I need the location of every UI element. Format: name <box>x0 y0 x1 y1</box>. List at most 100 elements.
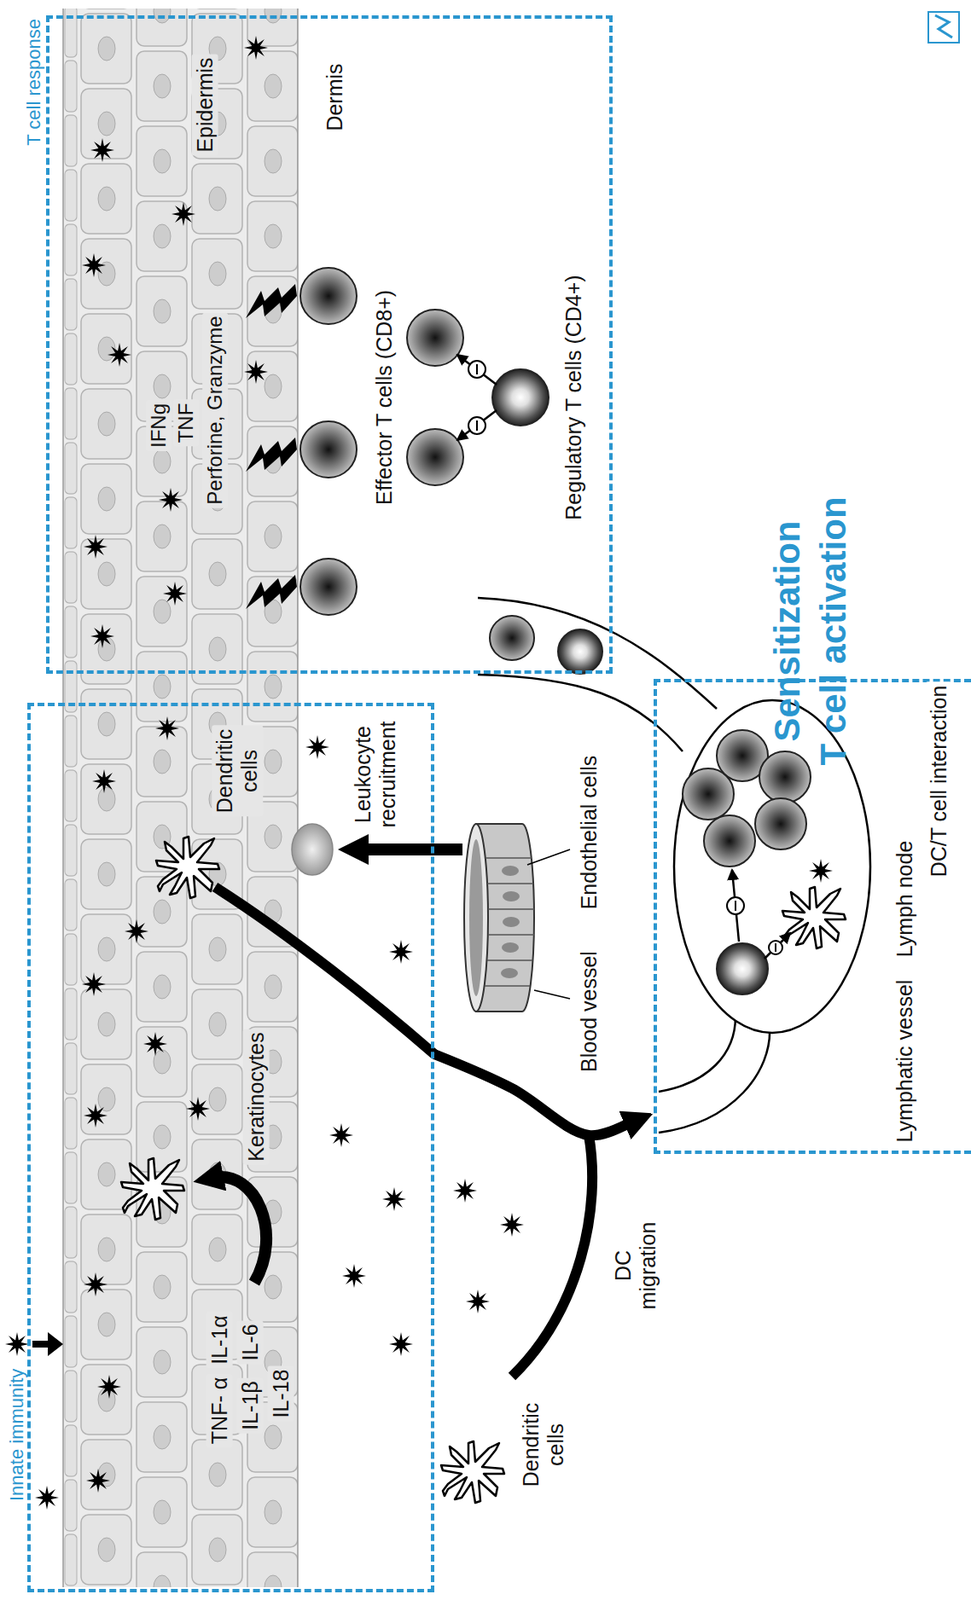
endothelial-cells <box>484 858 535 987</box>
entry-arrow <box>32 1341 50 1349</box>
effector-t-cell <box>759 751 811 803</box>
allergen-star <box>34 1486 59 1511</box>
allergen-star <box>465 1290 490 1315</box>
dashed-region: Innate immunity <box>27 703 435 1594</box>
part-label: Lymph node <box>891 837 919 962</box>
nucleus <box>501 942 519 954</box>
cell-border <box>484 985 530 988</box>
allergen-star <box>162 581 187 606</box>
blood-vessel-rim <box>464 824 489 1012</box>
inhibition-sign <box>768 941 783 955</box>
nucleus <box>500 968 518 979</box>
effector-t-cell <box>300 267 357 325</box>
leader-line <box>534 990 570 1000</box>
minus-sign <box>734 901 737 912</box>
skin-surface <box>62 8 64 1588</box>
nucleus <box>502 917 520 928</box>
minus-sign <box>476 420 478 431</box>
basement-membrane <box>296 8 299 1588</box>
edge-label: DC migration <box>610 1219 662 1315</box>
lymphatic-vessel <box>658 1027 770 1134</box>
inhibition-arrow <box>457 410 497 441</box>
allergen-star <box>124 919 149 944</box>
minus-sign <box>476 364 478 375</box>
allergen-stars <box>34 35 524 1511</box>
region-heading: Innate immunity <box>6 1369 28 1502</box>
effector-t-cell <box>300 558 357 616</box>
allergen-star <box>81 972 106 997</box>
region-heading: T cell response <box>23 18 45 146</box>
allergen-star <box>107 343 132 367</box>
allergen-star <box>90 138 115 163</box>
part-label: IL-18 <box>267 1366 295 1423</box>
part-label: Dermis <box>321 59 349 134</box>
allergen-star <box>83 534 108 559</box>
part-label: Effector T cells (CD8+) <box>371 286 398 509</box>
allergen-star <box>171 202 196 227</box>
part-label: IL-1β <box>237 1378 264 1434</box>
part-label: IL-1α <box>206 1312 233 1369</box>
part-label: Perforine, Granzyme <box>202 312 228 508</box>
effector-t-cell <box>300 421 357 478</box>
cytokine-arrow <box>213 1177 267 1284</box>
blood-vessel-lumen <box>469 839 483 997</box>
part-label: Keratinocytes <box>243 1029 270 1165</box>
allergen-star <box>500 1213 524 1238</box>
dendritic-cell <box>156 837 220 899</box>
regulatory-t-cell <box>492 369 549 426</box>
part-label: Blood vessel <box>575 947 603 1076</box>
part-label: DC/T cell interaction <box>925 682 953 882</box>
leader-line <box>527 849 570 866</box>
regulatory-t-cell <box>716 943 768 995</box>
efferent-vessel <box>477 674 683 752</box>
publisher-logo <box>928 11 960 43</box>
allergen-star <box>83 1104 108 1128</box>
allergen-star <box>90 624 115 649</box>
dendritic-cell <box>121 1158 185 1221</box>
cytotoxic-bolt <box>245 575 297 610</box>
entry-arrowhead <box>47 1332 64 1357</box>
part-label: IL-6 <box>237 1320 264 1365</box>
allergen-star <box>143 1032 168 1057</box>
allergen-star <box>244 35 268 60</box>
migration-path <box>511 1135 593 1378</box>
allergen-star <box>81 253 106 278</box>
recruitment-arrow <box>358 843 463 856</box>
allergen-star <box>389 940 413 965</box>
dashed-region: SensitizationT cell activation <box>653 679 971 1155</box>
allergen-star <box>5 1332 30 1357</box>
regulatory-t-cell <box>558 629 603 675</box>
part-label: Lymphatic vessel <box>891 976 919 1147</box>
effector-t-cell <box>407 309 464 367</box>
region-heading: Sensitization <box>767 520 808 742</box>
inhibition-sign <box>726 897 745 915</box>
epidermis-cells <box>78 8 298 1588</box>
effector-t-cell <box>703 815 756 867</box>
part-label: IFNg <box>145 400 172 452</box>
endothelial-nuclei <box>500 866 520 979</box>
publisher-logo-mark <box>935 15 953 38</box>
allergen-star <box>97 1375 122 1400</box>
inhibition-arrow <box>457 354 497 385</box>
effector-t-cell <box>407 429 464 486</box>
part-label: Leukocyte recruitment <box>349 717 402 832</box>
allergen-star <box>83 1273 108 1297</box>
lymphatic-vessel <box>658 1017 736 1093</box>
inhibition-sign <box>468 360 486 378</box>
part-label: Dendritic cells <box>517 1400 570 1492</box>
dendritic-cell <box>441 1441 505 1504</box>
cell-border <box>488 934 535 937</box>
cytotoxic-bolt <box>245 437 297 472</box>
cytotoxic-bolt <box>245 284 297 319</box>
allergen-star <box>155 716 180 741</box>
effector-t-cell <box>755 798 807 850</box>
part-label: Epidermis <box>191 53 219 156</box>
cell-border <box>487 883 534 885</box>
cell-border <box>485 857 532 860</box>
minus-sign <box>774 943 777 953</box>
stratum-corneum <box>63 8 79 1588</box>
inhibition-arrow <box>764 933 791 960</box>
allergen-star <box>158 488 183 512</box>
allergen-star <box>389 1332 413 1357</box>
